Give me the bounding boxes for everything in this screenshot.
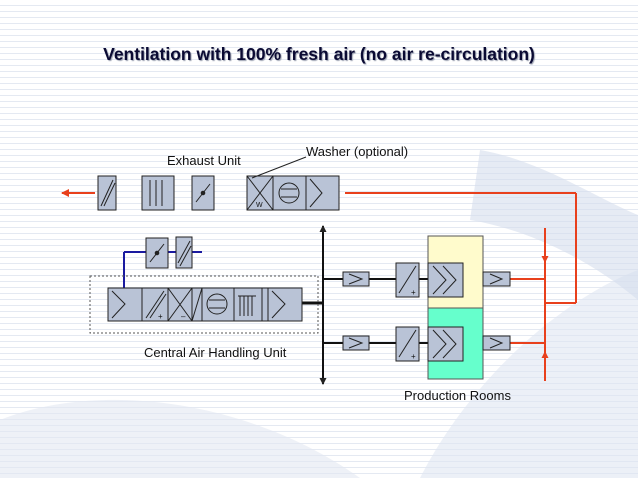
reheat-plus-lower: +: [411, 352, 416, 361]
exhaust-unit-label: Exhaust Unit: [167, 153, 241, 168]
extract-grille-lower: [482, 335, 511, 351]
ahu-filter-final: [261, 287, 269, 322]
washer-letter: W: [256, 202, 263, 209]
central-ahu: [107, 287, 303, 322]
exhaust-filter-2: [141, 175, 175, 211]
ahu-enclosure: [89, 275, 319, 334]
extract-grille-upper: [482, 271, 511, 287]
inlet-components: [145, 236, 193, 269]
exhaust-duct: [61, 189, 577, 381]
production-rooms-label: Production Rooms: [404, 388, 511, 403]
ahu-minus-symbol: –: [181, 312, 186, 321]
washer-pointer: [251, 156, 307, 179]
slide-title: Ventilation with 100% fresh air (no air …: [103, 44, 535, 64]
branch-controllers: [342, 262, 511, 362]
washer-label: Washer (optional): [306, 144, 409, 159]
branch-valve-upper: [342, 271, 370, 287]
exhaust-fan: [272, 175, 307, 211]
supply-return-duct: [123, 251, 202, 288]
central-ahu-label: Central Air Handling Unit: [144, 345, 287, 360]
exhaust-unit: [97, 175, 340, 211]
branch-valve-lower: [342, 335, 370, 351]
reheat-plus-upper: +: [411, 288, 416, 297]
supply-main-duct: [302, 225, 428, 385]
ahu-plus-symbol: +: [158, 312, 163, 321]
